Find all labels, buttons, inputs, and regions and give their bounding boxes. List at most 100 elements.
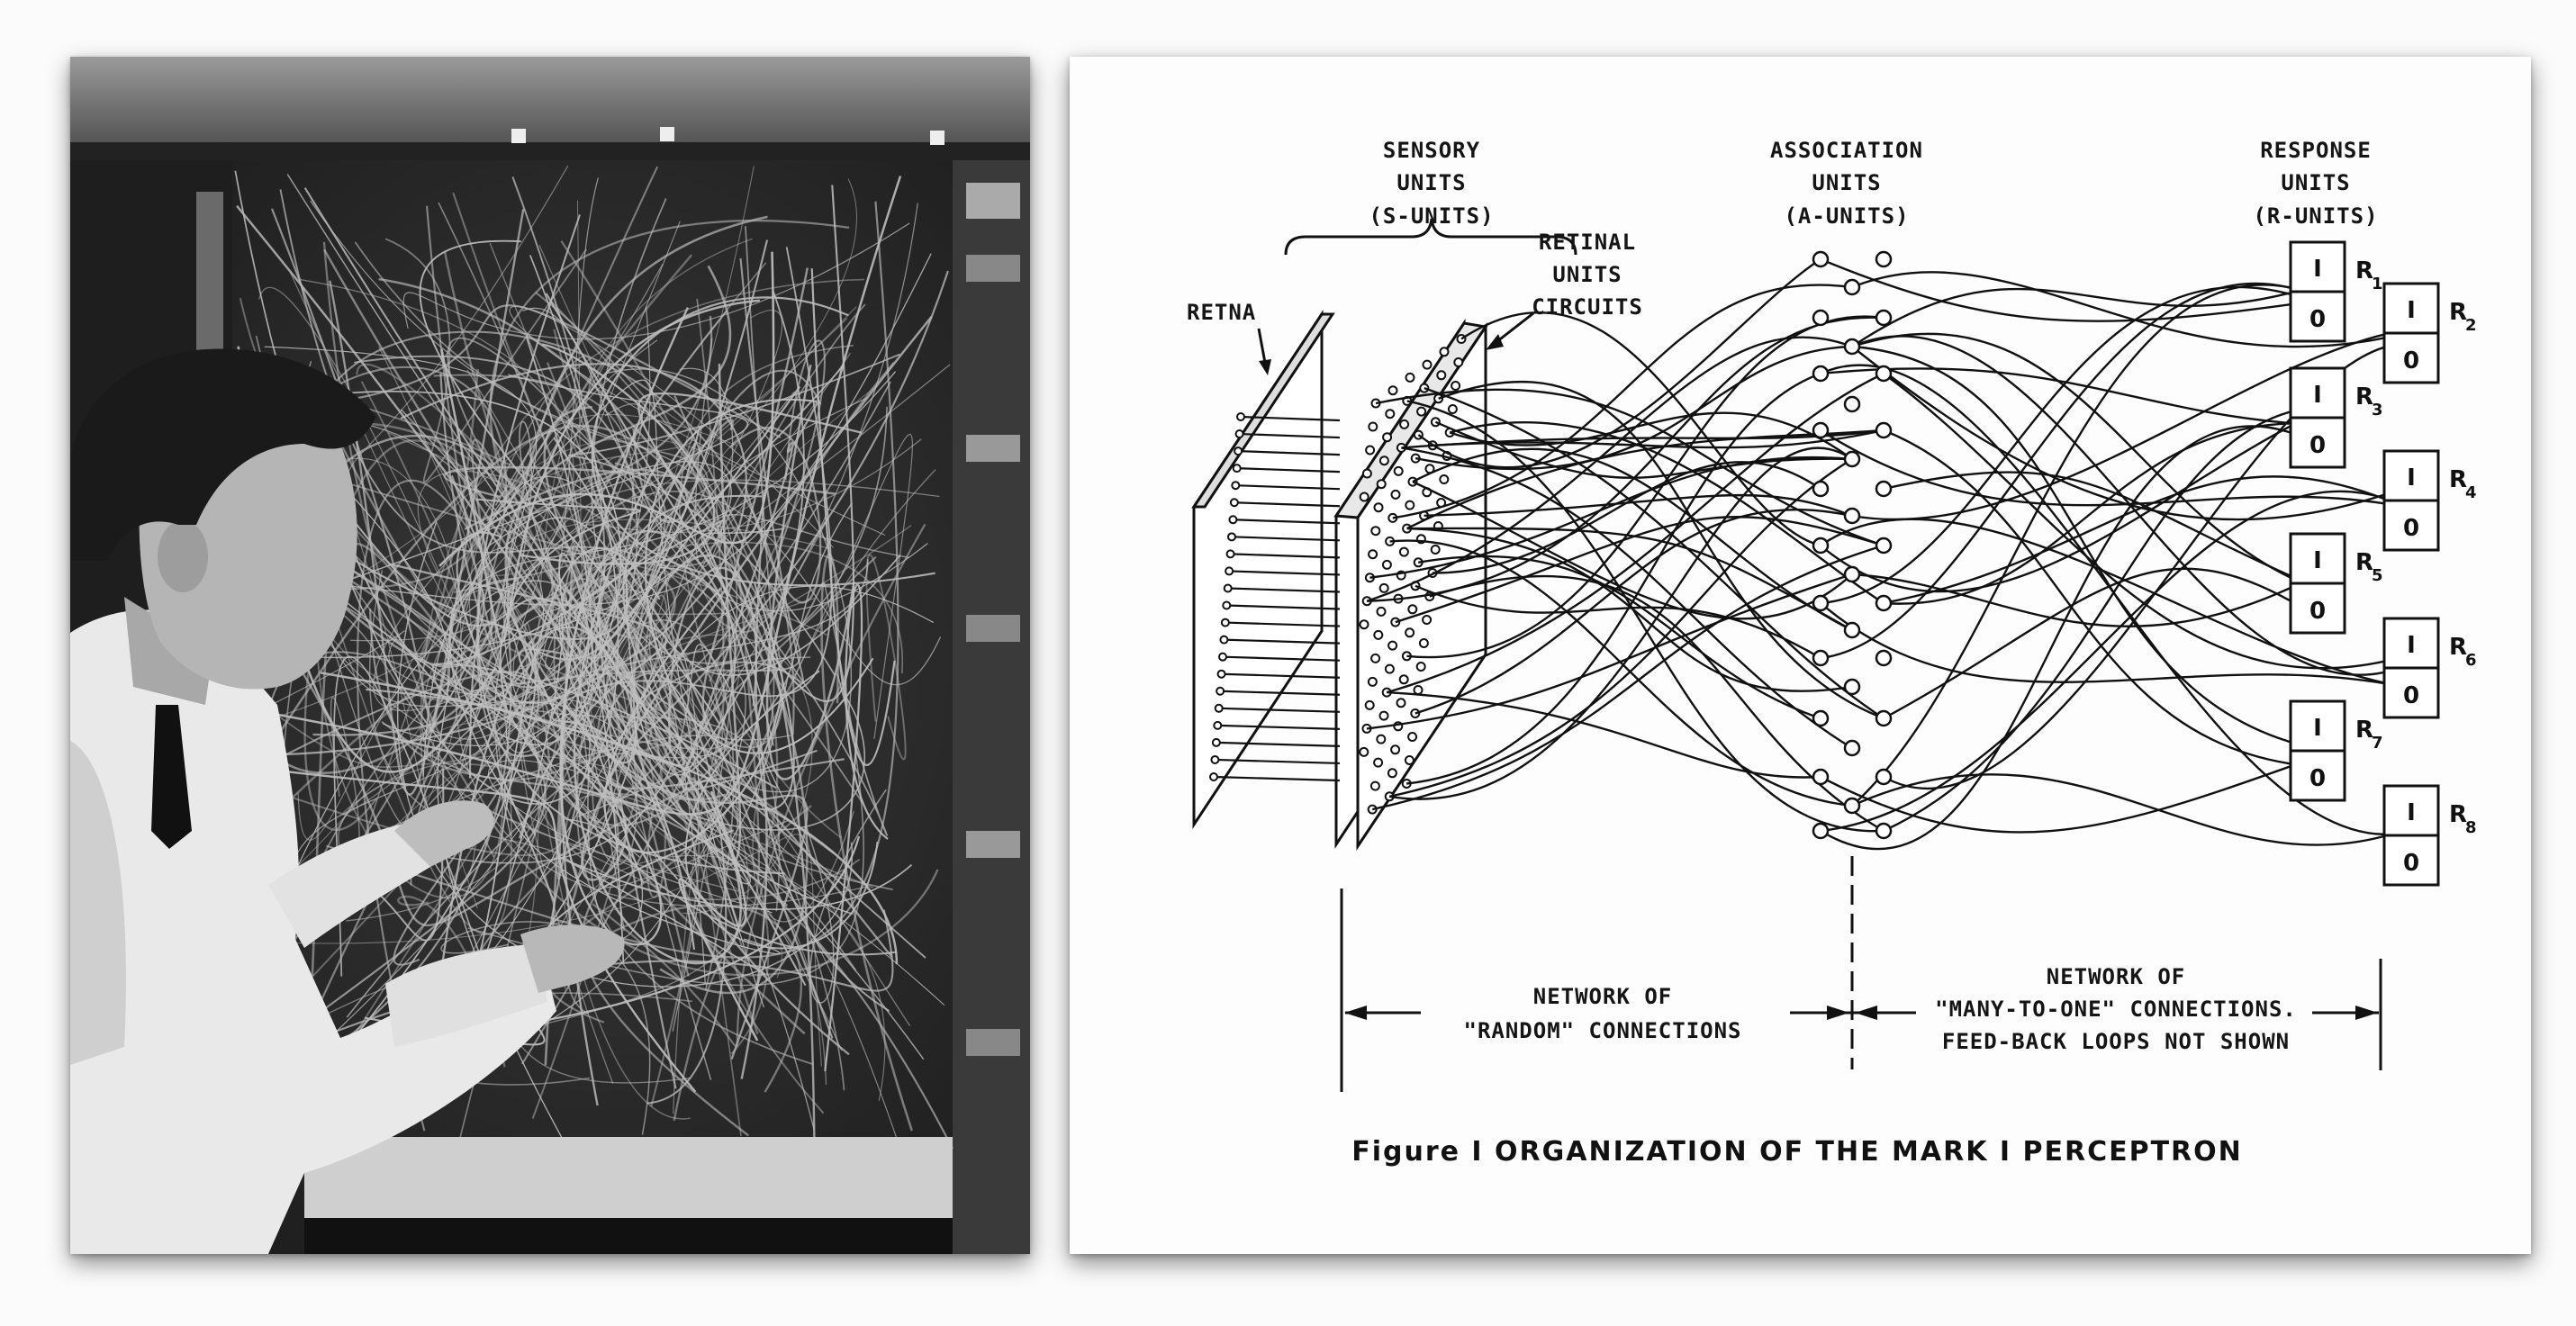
retina-dot — [1209, 772, 1218, 781]
sensory-dot — [1368, 549, 1378, 560]
wire — [679, 344, 854, 871]
svg-text:SENSORY: SENSORY — [1383, 138, 1480, 163]
wire — [438, 202, 637, 866]
retina-dot — [1225, 566, 1234, 576]
wire — [311, 542, 806, 1035]
retina-line — [1225, 621, 1341, 627]
sensory-dot — [1405, 627, 1415, 638]
random-network-label: NETWORK OF "RANDOM" CONNECTIONS — [1421, 970, 1790, 1060]
retina-line — [1224, 638, 1341, 645]
response-subscript: 4 — [2465, 483, 2477, 502]
wire — [456, 531, 897, 956]
sensory-dot — [1453, 357, 1464, 367]
association-dot — [1843, 797, 1861, 815]
sensory-dot — [1439, 474, 1450, 484]
association-dot — [1875, 822, 1893, 840]
wire — [373, 364, 951, 711]
sensory-dot — [1439, 347, 1450, 357]
random-wire — [1406, 527, 1853, 692]
response-label: R — [2449, 299, 2467, 326]
wire — [242, 215, 768, 668]
association-dot — [1875, 250, 1893, 268]
wire — [410, 559, 869, 886]
response-bottom-value: 0 — [2403, 347, 2419, 374]
sensory-dot — [1398, 546, 1409, 557]
wire — [730, 672, 925, 1060]
retina-line — [1222, 655, 1341, 662]
sensory-dot — [1359, 746, 1369, 757]
random-wire — [1366, 573, 1853, 730]
association-dot — [1812, 537, 1830, 555]
wire — [256, 671, 540, 966]
wire — [700, 528, 784, 746]
wire — [553, 578, 683, 759]
random-wire — [1406, 527, 1853, 632]
retina-dot — [1225, 549, 1235, 559]
wire — [264, 346, 641, 858]
wire — [609, 270, 949, 789]
retina-line — [1226, 604, 1341, 610]
many-to-one-wire — [1820, 425, 2291, 593]
wire — [560, 240, 812, 846]
association-dot — [1875, 709, 1893, 727]
response-top-value: I — [2313, 547, 2322, 574]
wire — [577, 502, 853, 817]
sensory-dot — [1393, 465, 1404, 476]
association-dot — [1875, 594, 1893, 612]
svg-text:"MANY-TO-ONE" CONNECTIONS.: "MANY-TO-ONE" CONNECTIONS. — [1935, 997, 2297, 1022]
wire — [820, 553, 914, 1132]
wire — [245, 419, 734, 774]
wire — [280, 519, 632, 780]
many-to-one-wire — [1820, 364, 2385, 836]
random-wire — [1417, 257, 1821, 469]
many-to-one-wire — [1883, 428, 2291, 765]
sensory-dot — [1390, 489, 1401, 500]
random-wire — [1415, 584, 1821, 660]
wire — [489, 219, 850, 854]
sensory-dot — [1373, 502, 1384, 513]
wire — [579, 577, 845, 1091]
retina-line — [1220, 690, 1341, 696]
retina-dot — [1236, 412, 1245, 421]
retinal-label: RETINAL UNITS CIRCUITS — [1532, 230, 1642, 320]
wire — [233, 299, 723, 567]
wire — [467, 582, 864, 987]
wire — [368, 609, 954, 1150]
many-to-one-wire — [1820, 367, 2291, 425]
wire — [806, 789, 887, 1004]
wire — [480, 612, 854, 970]
wire — [479, 242, 749, 1040]
wire — [305, 374, 749, 597]
response-bottom-value: 0 — [2309, 432, 2326, 459]
svg-text:NETWORK OF: NETWORK OF — [2047, 964, 2186, 989]
sensory-dot — [1416, 406, 1427, 417]
sensory-dot — [1418, 638, 1429, 648]
wire — [438, 585, 935, 1010]
association-dot — [1875, 649, 1893, 667]
random-wire — [1449, 421, 1885, 605]
response-subscript: 6 — [2465, 651, 2477, 670]
sensory-dot — [1396, 698, 1406, 708]
random-wire — [1406, 315, 1885, 659]
wire — [310, 200, 738, 1032]
wire — [528, 292, 784, 749]
random-wire — [1424, 493, 1853, 518]
association-dot — [1812, 709, 1830, 727]
many-to-one-wire — [1820, 282, 2291, 660]
sensory-dot — [1404, 755, 1415, 765]
wire — [673, 548, 761, 1121]
association-dot — [1875, 421, 1893, 439]
random-wire — [1449, 411, 1853, 460]
svg-text:NETWORK OF: NETWORK OF — [1533, 984, 1673, 1009]
retina-line — [1234, 501, 1341, 508]
sensory-dot — [1405, 372, 1415, 383]
wire — [457, 530, 748, 1145]
wire — [701, 267, 893, 958]
random-wire — [1412, 447, 1853, 632]
wire — [679, 338, 734, 567]
wire — [350, 479, 940, 642]
wire — [436, 626, 637, 1003]
many-to-one-wires — [1820, 257, 2385, 851]
